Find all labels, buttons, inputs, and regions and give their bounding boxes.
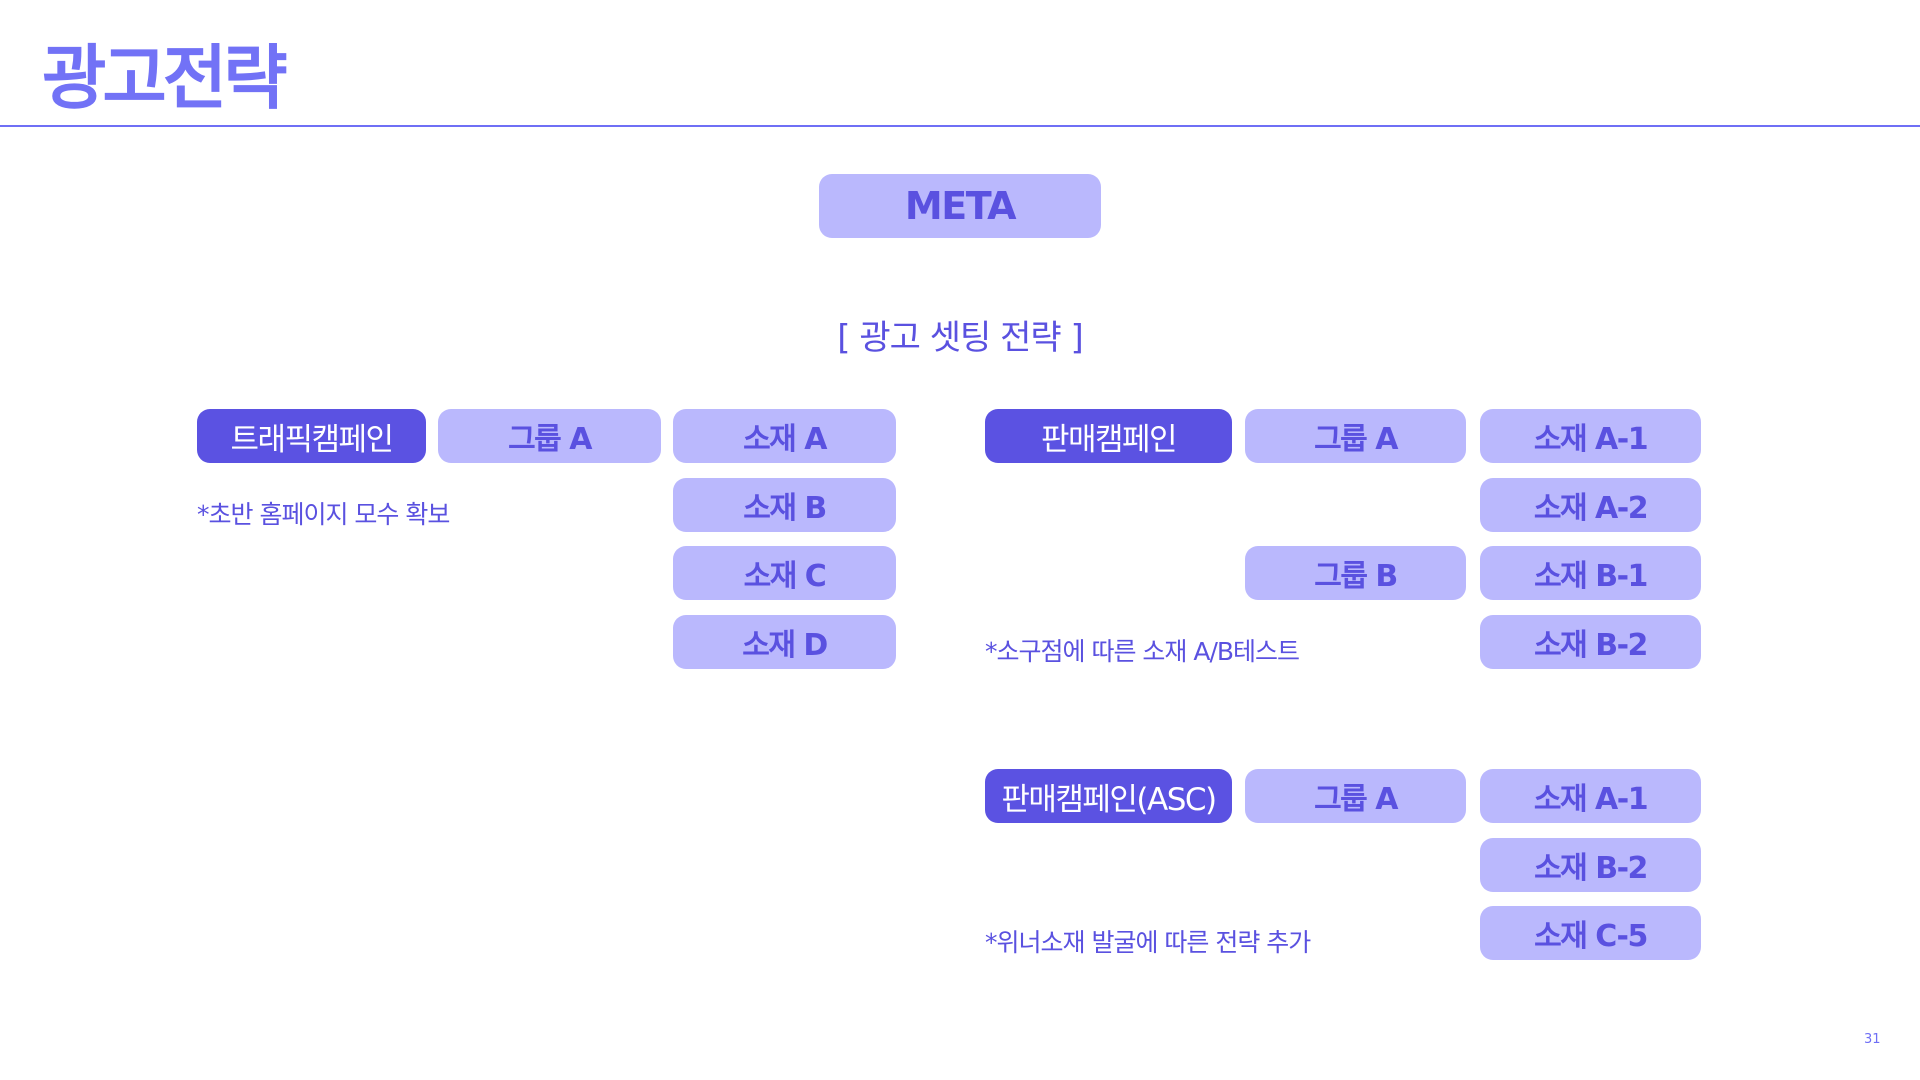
sales-asc-group-a-box: 그룹 A xyxy=(1245,769,1466,823)
creative-box: 소재 B-2 xyxy=(1480,838,1701,892)
title-divider xyxy=(0,125,1920,127)
creative-box: 소재 A-1 xyxy=(1480,409,1701,463)
traffic-campaign-box: 트래픽캠페인 xyxy=(197,409,426,463)
sales-campaign-box: 판매캠페인 xyxy=(985,409,1232,463)
sales-asc-note: *위너소재 발굴에 따른 전략 추가 xyxy=(985,928,1311,957)
creative-box: 소재 D xyxy=(673,615,896,669)
creative-box: 소재 A-1 xyxy=(1480,769,1701,823)
traffic-group-a-box: 그룹 A xyxy=(438,409,661,463)
creative-box: 소재 B xyxy=(673,478,896,532)
platform-box: META xyxy=(819,174,1101,238)
creative-box: 소재 C-5 xyxy=(1480,906,1701,960)
sales-note: *소구점에 따른 소재 A/B테스트 xyxy=(985,637,1300,666)
page-title: 광고전략 xyxy=(42,37,288,119)
creative-box: 소재 A xyxy=(673,409,896,463)
section-subtitle: [ 광고 셋팅 전략 ] xyxy=(837,318,1083,358)
sales-group-a-box: 그룹 A xyxy=(1245,409,1466,463)
sales-group-b-box: 그룹 B xyxy=(1245,546,1466,600)
page-number: 31 xyxy=(1864,1032,1881,1047)
creative-box: 소재 B-2 xyxy=(1480,615,1701,669)
creative-box: 소재 A-2 xyxy=(1480,478,1701,532)
creative-box: 소재 B-1 xyxy=(1480,546,1701,600)
traffic-note: *초반 홈페이지 모수 확보 xyxy=(197,500,450,529)
creative-box: 소재 C xyxy=(673,546,896,600)
sales-asc-campaign-box: 판매캠페인(ASC) xyxy=(985,769,1232,823)
